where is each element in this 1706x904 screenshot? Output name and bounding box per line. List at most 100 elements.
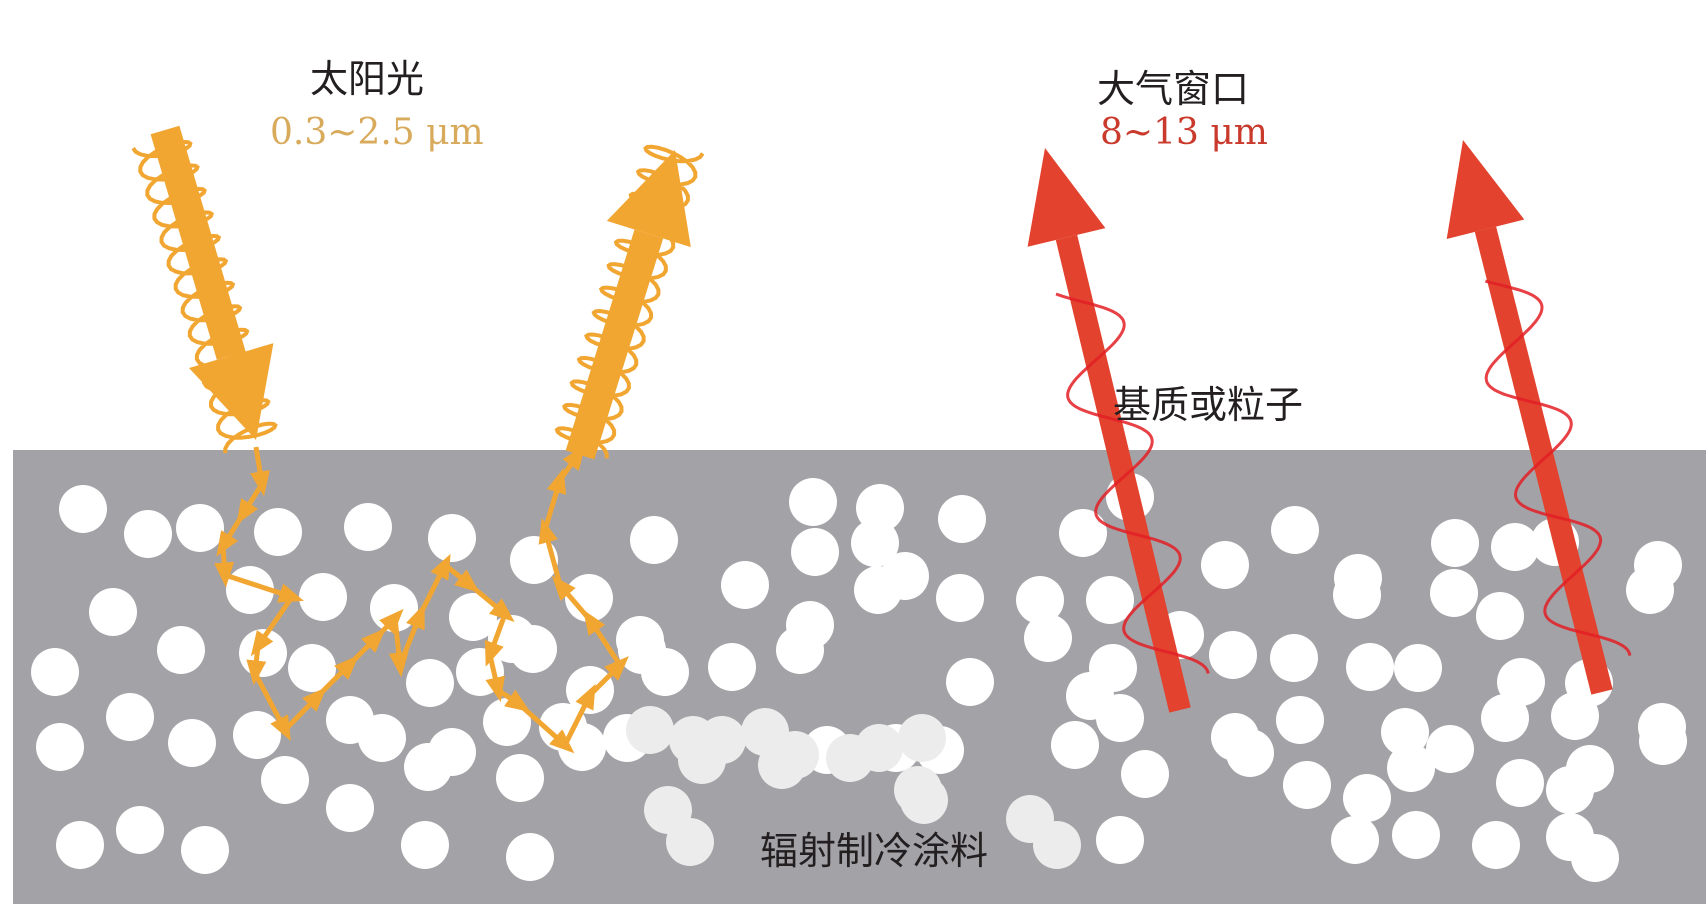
particle bbox=[1096, 694, 1144, 742]
atmospheric-window-label: 大气窗口 bbox=[1097, 67, 1250, 111]
particle bbox=[566, 666, 614, 714]
particle bbox=[936, 574, 984, 622]
particle bbox=[1201, 541, 1249, 589]
reflected-sunlight-wave bbox=[554, 144, 705, 459]
scatter-path-segment bbox=[236, 482, 265, 525]
particle-faded bbox=[771, 731, 819, 779]
particle bbox=[708, 643, 756, 691]
scatter-path-segment bbox=[496, 687, 531, 713]
scatter-path-segment bbox=[250, 595, 295, 657]
sunlight-wavelength: 0.3~2.5 μm bbox=[270, 112, 484, 153]
particle bbox=[1546, 766, 1594, 814]
particle bbox=[181, 826, 229, 874]
scatter-path-segment bbox=[551, 575, 592, 622]
scatter-path-segment bbox=[542, 468, 566, 531]
particle bbox=[1271, 506, 1319, 554]
particle bbox=[1392, 811, 1440, 859]
particle bbox=[509, 625, 557, 673]
particle bbox=[1276, 696, 1324, 744]
scatter-path-segment bbox=[224, 572, 304, 603]
particle bbox=[1472, 821, 1520, 869]
scatter-path-segment bbox=[216, 512, 246, 557]
particle-faded bbox=[666, 818, 714, 866]
particle bbox=[299, 573, 347, 621]
particle bbox=[851, 519, 899, 567]
particle bbox=[938, 495, 986, 543]
particle-faded bbox=[898, 714, 946, 762]
particle bbox=[558, 723, 606, 771]
particle bbox=[1394, 644, 1442, 692]
particle bbox=[1571, 834, 1619, 882]
particle bbox=[1024, 614, 1072, 662]
particle bbox=[506, 833, 554, 881]
particle bbox=[449, 593, 497, 641]
particle bbox=[1016, 576, 1064, 624]
particle bbox=[1343, 774, 1391, 822]
particle bbox=[856, 484, 904, 532]
scatter-path-segment bbox=[388, 617, 409, 678]
particle bbox=[510, 536, 558, 584]
particle bbox=[791, 528, 839, 576]
sunlight-paths bbox=[131, 125, 705, 754]
particle bbox=[404, 743, 452, 791]
particle bbox=[1051, 721, 1099, 769]
particle bbox=[1481, 694, 1529, 742]
scatter-path-segment bbox=[252, 671, 291, 742]
particle bbox=[1496, 759, 1544, 807]
particle bbox=[1270, 634, 1318, 682]
particle bbox=[1430, 569, 1478, 617]
thermal-emission-arrow-right-head bbox=[1446, 140, 1525, 239]
incident-sunlight-wave bbox=[131, 139, 278, 454]
thermal-emission-arrow-right-wave-group bbox=[1484, 279, 1632, 656]
scatter-path-segment bbox=[316, 655, 359, 698]
particle bbox=[776, 626, 824, 674]
scatter-path-segment bbox=[485, 654, 505, 703]
particle bbox=[59, 485, 107, 533]
scatter-path-segment bbox=[283, 687, 327, 732]
particle bbox=[168, 719, 216, 767]
particle bbox=[1381, 708, 1429, 756]
particle bbox=[254, 508, 302, 556]
particle bbox=[233, 711, 281, 759]
particle bbox=[1626, 566, 1674, 614]
scatter-path-segment bbox=[588, 656, 629, 697]
scatter-path-segment bbox=[518, 703, 575, 754]
sunlight-label: 太阳光 bbox=[310, 57, 425, 101]
scatter-path-segment bbox=[583, 609, 623, 667]
particle bbox=[106, 693, 154, 741]
thermal-emission-arrow-left-shaft bbox=[1055, 234, 1191, 713]
particle bbox=[401, 821, 449, 869]
scatter-path-segment bbox=[375, 608, 404, 639]
scatter-path-segment bbox=[468, 583, 515, 622]
matrix-or-particles-label: 基质或粒子 bbox=[1113, 383, 1304, 427]
particle bbox=[1086, 576, 1134, 624]
scatter-path-segment bbox=[397, 603, 425, 666]
particle bbox=[1497, 658, 1545, 706]
coating-label: 辐射制冷涂料 bbox=[760, 829, 989, 873]
particle bbox=[56, 821, 104, 869]
scatter-path-segment bbox=[348, 628, 386, 666]
thermal-emission-arrow-left-wave bbox=[1055, 292, 1210, 674]
particle bbox=[1283, 761, 1331, 809]
particle-faded bbox=[626, 706, 674, 754]
particle bbox=[1491, 523, 1539, 571]
particle bbox=[1551, 692, 1599, 740]
scatter-path-segment bbox=[562, 683, 596, 747]
particle bbox=[1639, 717, 1687, 765]
scatter-path-segment bbox=[557, 444, 586, 482]
particle-faded bbox=[855, 724, 903, 772]
particle bbox=[789, 478, 837, 526]
particle bbox=[1209, 631, 1257, 679]
particle bbox=[630, 516, 678, 564]
particle bbox=[36, 723, 84, 771]
particle bbox=[1059, 509, 1107, 557]
particle bbox=[1346, 643, 1394, 691]
scatter-path-segment bbox=[538, 517, 563, 586]
particle bbox=[288, 644, 336, 692]
particle bbox=[89, 588, 137, 636]
thermal-emission-arrow-left-head bbox=[1027, 148, 1106, 247]
particle bbox=[641, 648, 689, 696]
particle bbox=[176, 504, 224, 552]
particle bbox=[406, 659, 454, 707]
